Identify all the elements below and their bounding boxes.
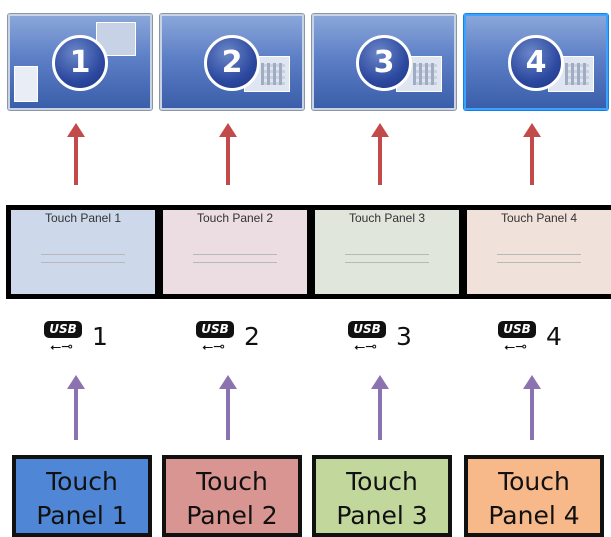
display-1-monitor[interactable]: 1 (8, 14, 152, 110)
up-arrow-icon (371, 375, 389, 440)
touch-panel-screen-3[interactable]: Touch Panel 3 (315, 210, 459, 294)
usb-port-1: USB ⭠⊸ 1 (44, 318, 154, 358)
display-number-badge: 1 (52, 35, 108, 91)
touch-panel-box-1: Touch Panel 1 (12, 455, 152, 537)
touch-panel-screen-4[interactable]: Touch Panel 4 (467, 210, 611, 294)
divider (193, 254, 277, 255)
touch-panel-box-4: Touch Panel 4 (464, 455, 604, 537)
divider (497, 254, 581, 255)
box-label-line2: Panel 1 (36, 501, 128, 530)
usb-trident-icon: ⭠⊸ (504, 339, 527, 355)
up-arrow-icon (219, 123, 237, 185)
up-arrow-icon (67, 123, 85, 185)
panel-title: Touch Panel 1 (44, 211, 122, 225)
usb-port-number: 1 (92, 322, 108, 351)
divider (41, 262, 125, 263)
divider (345, 254, 429, 255)
box-label-line1: Touch (46, 467, 118, 496)
usb-trident-icon: ⭠⊸ (202, 339, 225, 355)
usb-trident-icon: ⭠⊸ (50, 339, 73, 355)
column-3: 3 (304, 0, 456, 537)
box-label-line2: Panel 3 (336, 501, 428, 530)
usb-icon: USB (498, 321, 536, 338)
usb-icon: USB (44, 321, 82, 338)
divider (497, 262, 581, 263)
divider (41, 254, 125, 255)
box-label-line2: Panel 4 (488, 501, 580, 530)
touch-panel-strip: Touch Panel 1 Touch Panel 2 Touch Panel … (6, 205, 611, 299)
up-arrow-icon (219, 375, 237, 440)
box-label-line2: Panel 2 (186, 501, 278, 530)
divider (345, 262, 429, 263)
usb-trident-icon: ⭠⊸ (354, 339, 377, 355)
box-label-line1: Touch (196, 467, 268, 496)
usb-port-4: USB ⭠⊸ 4 (498, 318, 608, 358)
display-2-monitor[interactable]: 2 (160, 14, 304, 110)
panel-title: Touch Panel 3 (348, 211, 426, 225)
up-arrow-icon (67, 375, 85, 440)
usb-port-number: 4 (546, 322, 562, 351)
usb-port-number: 3 (396, 322, 412, 351)
display-number-badge: 3 (356, 35, 412, 91)
display-4-monitor[interactable]: 4 (464, 14, 608, 110)
column-1: 1 (0, 0, 152, 537)
display-number-badge: 4 (508, 35, 564, 91)
usb-port-number: 2 (244, 322, 260, 351)
usb-icon: USB (348, 321, 386, 338)
divider (193, 262, 277, 263)
column-2: 2 (152, 0, 304, 537)
up-arrow-icon (523, 375, 541, 440)
column-4: 4 (456, 0, 608, 537)
touch-panel-box-2: Touch Panel 2 (162, 455, 302, 537)
up-arrow-icon (371, 123, 389, 185)
device-icon (14, 66, 38, 102)
panel-title: Touch Panel 2 (196, 211, 274, 225)
display-3-monitor[interactable]: 3 (312, 14, 456, 110)
touch-panel-screen-2[interactable]: Touch Panel 2 (163, 210, 307, 294)
box-label-line1: Touch (498, 467, 570, 496)
display-number-badge: 2 (204, 35, 260, 91)
up-arrow-icon (523, 123, 541, 185)
usb-port-2: USB ⭠⊸ 2 (196, 318, 306, 358)
usb-icon: USB (196, 321, 234, 338)
touch-panel-screen-1[interactable]: Touch Panel 1 (11, 210, 155, 294)
panel-title: Touch Panel 4 (500, 211, 578, 225)
box-label-line1: Touch (346, 467, 418, 496)
touch-panel-box-3: Touch Panel 3 (312, 455, 452, 537)
usb-port-3: USB ⭠⊸ 3 (348, 318, 458, 358)
